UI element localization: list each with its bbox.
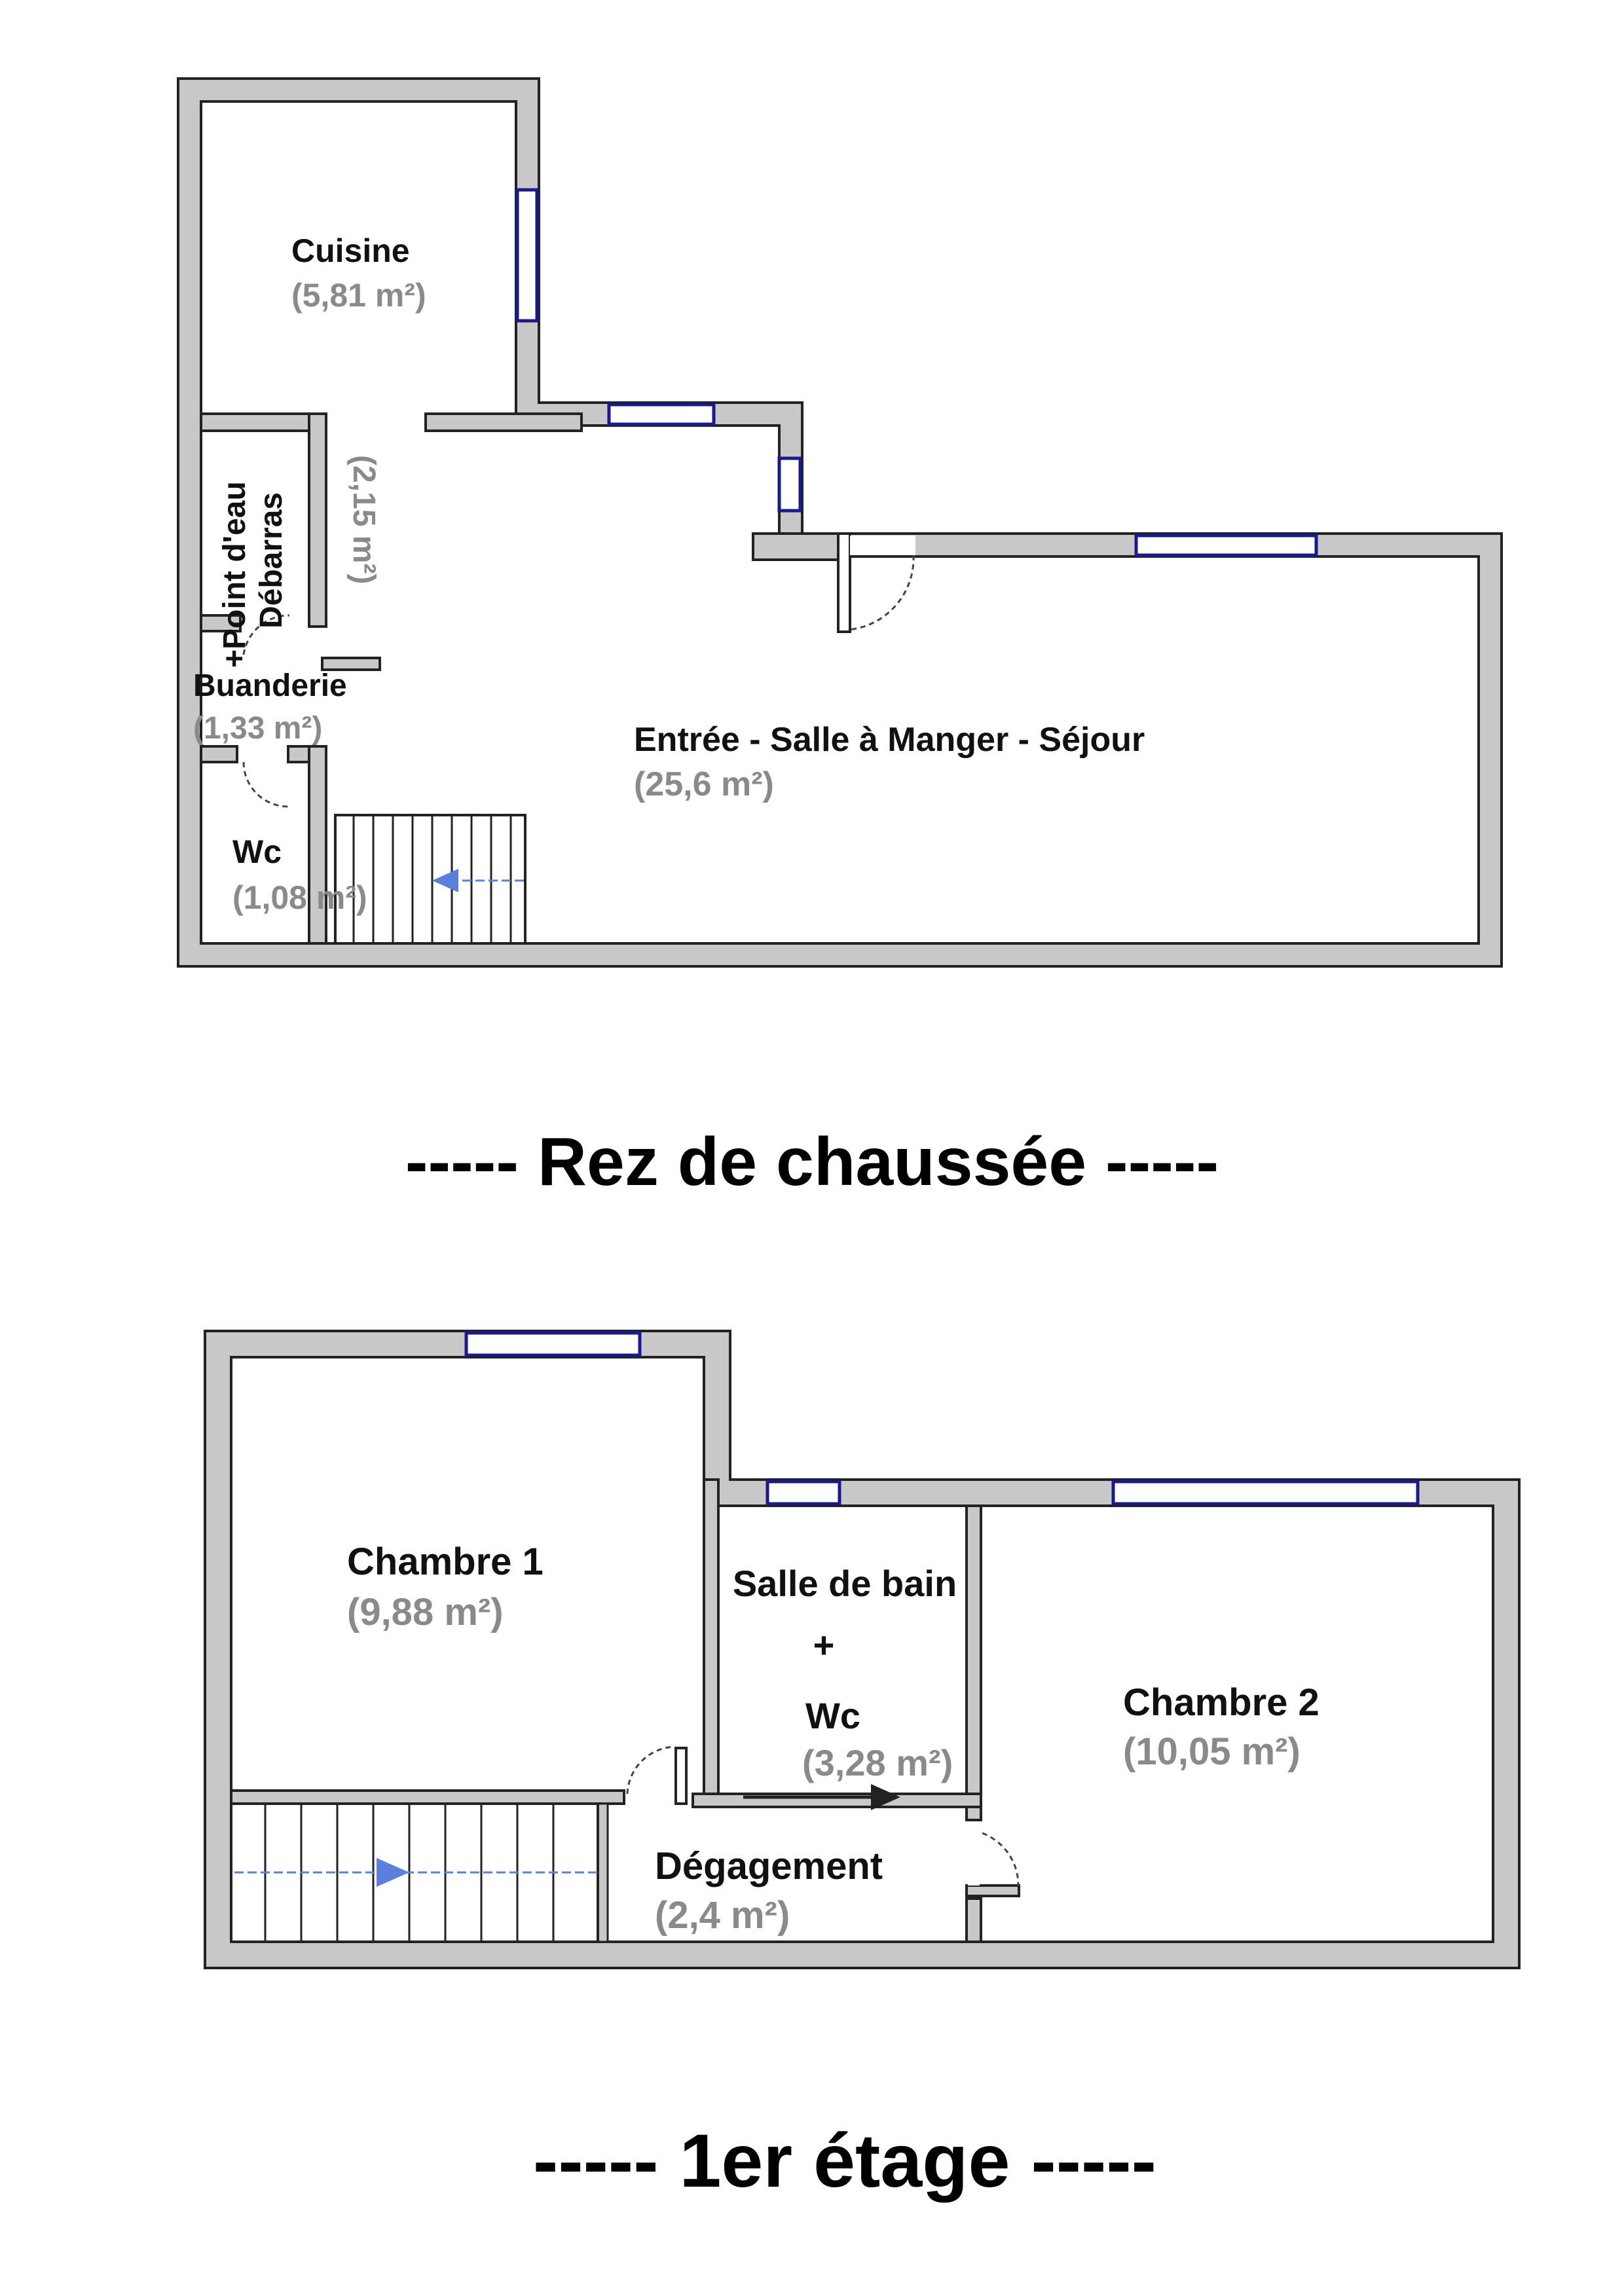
stair-treads xyxy=(352,815,512,943)
room-name-wc-ground: Wc xyxy=(232,833,282,870)
room-name-chambre1: Chambre 1 xyxy=(347,1540,544,1583)
landing-arrow-icon xyxy=(871,1784,900,1810)
room-name-debarras-line1: Débarras xyxy=(254,492,289,629)
wc-top-wall-left xyxy=(200,745,238,763)
room-label-debarras-area: (2,15 m²) xyxy=(346,455,381,584)
stair-arrow-icon xyxy=(432,869,458,892)
stair-arrow-icon-first xyxy=(377,1858,409,1887)
door-swing-storage xyxy=(242,614,290,655)
window-living-top xyxy=(607,403,716,426)
first-door-swings xyxy=(626,1745,1020,1886)
room-area-chambre2: (10,05 m²) xyxy=(1123,1730,1301,1773)
room-name-buanderie: Buanderie xyxy=(193,668,347,703)
bathroom-right-wall xyxy=(965,1504,982,1821)
bedroom2-left-wall-low xyxy=(965,1897,982,1943)
window-bathroom xyxy=(766,1480,841,1506)
window-living-side xyxy=(777,456,802,513)
room-name-sdb-line3: Wc xyxy=(805,1695,860,1736)
door-swing-bedroom1 xyxy=(626,1745,675,1795)
door-opening-bedroom2 xyxy=(968,1827,980,1886)
room-label-debarras: Débarras +Point d'eau xyxy=(217,481,289,668)
room-name-sdb-line2: + xyxy=(813,1624,835,1666)
room-name-degagement: Dégagement xyxy=(655,1845,883,1887)
ground-windows xyxy=(515,188,1318,557)
ground-staircase xyxy=(334,814,526,945)
bedroom2-door-stub xyxy=(965,1884,1020,1897)
room-area-degagement: (2,4 m²) xyxy=(655,1894,790,1937)
room-area-buanderie: (1,33 m²) xyxy=(193,711,322,746)
bedroom1-lower-wall xyxy=(230,1789,625,1805)
laundry-top-wall xyxy=(200,614,242,632)
room-name-cuisine: Cuisine xyxy=(291,232,410,269)
room-name-chambre2: Chambre 2 xyxy=(1123,1681,1320,1724)
storage-right-wall xyxy=(308,412,327,628)
ground-floor-plan: Cuisine (5,81 m²) Débarras +Point d'eau … xyxy=(177,77,1503,968)
room-name-debarras-line2: +Point d'eau xyxy=(217,481,252,668)
room-area-debarras: (2,15 m²) xyxy=(346,455,381,584)
floor-title-ground: ----- Rez de chaussée ----- xyxy=(405,1124,1219,1200)
bedroom1-right-wall xyxy=(703,1478,720,1802)
window-bedroom1 xyxy=(464,1331,642,1357)
room-name-sdb-line1: Salle de bain xyxy=(733,1563,957,1604)
door-opening-bedroom1 xyxy=(625,1792,674,1802)
room-name-sejour: Entrée - Salle à Manger - Séjour xyxy=(634,721,1145,759)
first-floor-plan: Chambre 1 (9,88 m²) Salle de bain + Wc (… xyxy=(204,1330,1521,1969)
room-area-wc-ground: (1,08 m²) xyxy=(232,879,367,916)
window-bedroom2 xyxy=(1111,1480,1420,1506)
kitchen-side-wall xyxy=(200,412,327,432)
entry-door-jamb xyxy=(752,532,840,561)
door-swing-entry xyxy=(847,555,915,631)
laundry-right-wall xyxy=(321,657,381,671)
room-area-chambre1: (9,88 m²) xyxy=(347,1591,504,1633)
ground-door-swings xyxy=(242,555,915,808)
first-staircase xyxy=(230,1784,900,1943)
entry-door-leaf xyxy=(837,532,851,633)
door-opening-entry xyxy=(850,536,915,555)
first-windows xyxy=(464,1331,1420,1886)
room-area-cuisine: (5,81 m²) xyxy=(291,277,426,314)
door-swing-wc xyxy=(242,761,289,808)
window-living-bottom xyxy=(1134,534,1318,557)
bathroom-door-leaf xyxy=(674,1747,688,1805)
wc-right-wall xyxy=(308,745,327,945)
floor-title-first: ----- 1er étage ----- xyxy=(533,2119,1156,2203)
room-area-sdb: (3,28 m²) xyxy=(802,1742,953,1783)
window-kitchen xyxy=(515,188,539,323)
stair-frame xyxy=(334,814,526,945)
kitchen-lower-wall xyxy=(424,412,583,432)
door-swing-bedroom2 xyxy=(982,1832,1020,1886)
room-area-sejour: (25,6 m²) xyxy=(634,765,774,803)
